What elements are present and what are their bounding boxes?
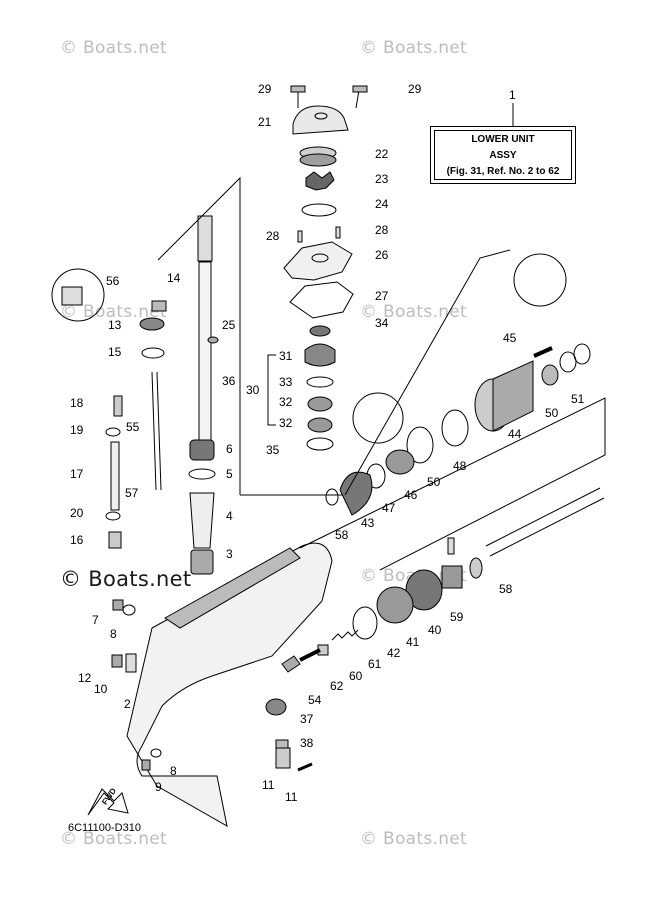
callout-52: 55 — [126, 420, 140, 434]
watermark: © Boats.net — [60, 302, 168, 322]
callout-14: 13 — [108, 318, 122, 332]
callout-20: 19 — [70, 423, 84, 437]
callout-45: 46 — [404, 488, 418, 502]
callout-19: 18 — [70, 396, 84, 410]
callout-43: 44 — [508, 427, 522, 441]
callout-38: 38 — [300, 736, 314, 750]
callout-8: 8 — [110, 627, 117, 641]
callout-35: 35 — [266, 443, 280, 457]
callout-16: 15 — [108, 345, 122, 359]
callout-34: 34 — [375, 316, 389, 330]
callout-28: 28 — [375, 223, 389, 237]
callout-36: 36 — [222, 374, 236, 388]
watermark: © Boats.net — [60, 829, 168, 849]
callout-18: 17 — [70, 467, 84, 481]
callout-54: 57 — [125, 486, 139, 500]
callout-40: 41 — [406, 635, 420, 649]
callout-53: 56 — [106, 274, 120, 288]
callout-56: 58 — [335, 528, 349, 542]
watermark-main: © Boats.net — [60, 567, 192, 591]
callout-32: 32 — [279, 416, 293, 430]
callout-30: 30 — [246, 383, 260, 397]
callout-13: 12 — [78, 671, 92, 685]
diagram-code: 6C11100-D310 — [68, 822, 141, 834]
callout-3: 3 — [226, 547, 233, 561]
callout-6: 6 — [226, 442, 233, 456]
callout-37: 37 — [300, 712, 314, 726]
callout-22: 22 — [375, 147, 389, 161]
callout-8: 8 — [170, 764, 177, 778]
callout-10: 11 — [262, 778, 275, 792]
callout-24: 24 — [375, 197, 389, 211]
callout-27: 27 — [375, 289, 389, 303]
watermark: © Boats.net — [60, 38, 168, 58]
callout-39: 40 — [428, 623, 442, 637]
callout-21: 21 — [258, 115, 272, 129]
callout-15: 14 — [167, 271, 181, 285]
callout-29: 29 — [408, 82, 422, 96]
callout-59: 61 — [368, 657, 382, 671]
callout-50: 51 — [571, 392, 585, 406]
callout-46: 47 — [382, 501, 396, 515]
callout-9: 9 — [155, 780, 162, 794]
callout-23: 23 — [375, 172, 389, 186]
callout-44: 45 — [503, 331, 517, 345]
callout-42: 43 — [361, 516, 375, 530]
callout-41: 42 — [387, 646, 401, 660]
watermark: © Boats.net — [360, 38, 468, 58]
assembly-reference: (Fig. 31, Ref. No. 2 to 62 — [446, 166, 560, 177]
callout-25: 25 — [222, 318, 236, 332]
callout-55: 58 — [499, 582, 513, 596]
callout-7: 7 — [92, 613, 99, 627]
callout-28: 28 — [266, 229, 280, 243]
assembly-title: LOWER UNIT — [471, 134, 535, 145]
callout-33: 33 — [279, 375, 293, 389]
callout-20: 20 — [70, 506, 84, 520]
callout-48: 50 — [427, 475, 441, 489]
assembly-note-box: LOWER UNIT ASSY (Fig. 31, Ref. No. 2 to … — [430, 126, 576, 184]
callout-60: 62 — [330, 679, 344, 693]
callout-47: 48 — [453, 459, 467, 473]
watermark: © Boats.net — [360, 302, 468, 322]
callout-2: 2 — [124, 697, 131, 711]
callout-4: 4 — [226, 509, 233, 523]
callout-26: 26 — [375, 248, 389, 262]
callout-49: 50 — [545, 406, 559, 420]
callout-11: 10 — [94, 682, 108, 696]
callout-5: 5 — [226, 467, 233, 481]
callout-12: 11 — [285, 790, 298, 804]
callout-58: 60 — [349, 669, 363, 683]
watermark: © Boats.net — [360, 829, 468, 849]
callout-31: 31 — [279, 349, 293, 363]
assembly-subtitle: ASSY — [489, 150, 517, 161]
callout-1: 1 — [509, 88, 516, 102]
callout-57: 59 — [450, 610, 464, 624]
callout-29: 29 — [258, 82, 272, 96]
callout-32: 32 — [279, 395, 293, 409]
callout-17: 16 — [70, 533, 84, 547]
callout-51: 54 — [308, 693, 322, 707]
